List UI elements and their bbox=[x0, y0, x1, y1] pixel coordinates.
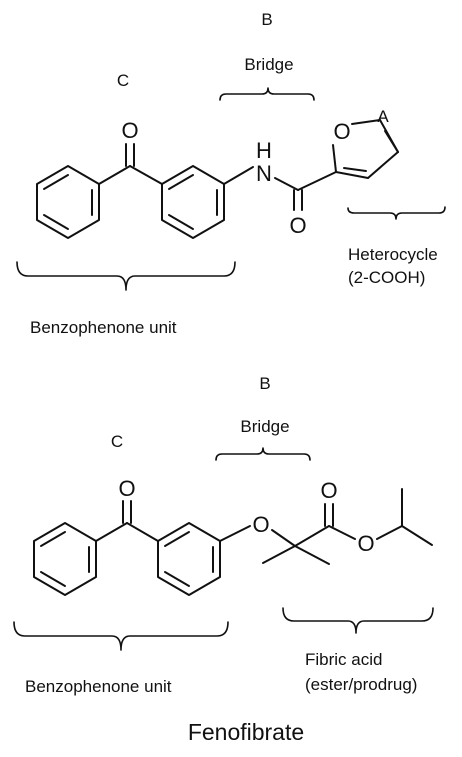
bottom-ester-oxygen: O bbox=[357, 531, 374, 556]
bottom-isopropyl-right bbox=[401, 525, 433, 546]
top-amide-h: H bbox=[256, 138, 272, 163]
caption-fenofibrate: Fenofibrate bbox=[188, 719, 304, 745]
top-heterocycle-brace bbox=[347, 206, 446, 220]
bottom-ether-to-quaternary-bond bbox=[271, 529, 296, 547]
bottom-annotations: B Bridge C Fibric acid (ester/prodrug) B… bbox=[13, 374, 434, 696]
bottom-ether-oxygen: O bbox=[252, 512, 269, 537]
bottom-molecule: O O O O bbox=[33, 476, 433, 596]
top-furan-ring bbox=[332, 119, 399, 179]
bottom-label-fibric-sub: (ester/prodrug) bbox=[305, 675, 417, 694]
bottom-middle-inner-bonds bbox=[164, 531, 214, 587]
top-ketone-bond-left bbox=[98, 165, 131, 185]
bottom-carbonyl-to-ester-o-bond bbox=[328, 525, 356, 540]
top-label-a: A bbox=[377, 107, 389, 126]
bottom-bridge-brace bbox=[215, 447, 311, 461]
top-label-bridge: Bridge bbox=[244, 55, 293, 74]
top-label-c: C bbox=[117, 71, 129, 90]
bottom-fibric-brace bbox=[282, 607, 434, 634]
bottom-benzophenone-brace bbox=[13, 621, 229, 651]
top-label-heterocycle-sub: (2-COOH) bbox=[348, 268, 425, 287]
top-benzophenone-brace bbox=[16, 261, 236, 291]
top-middle-ring bbox=[161, 165, 225, 239]
top-amide-n: N bbox=[256, 161, 272, 186]
bottom-carbonyl-oxygen: O bbox=[320, 478, 337, 503]
top-phenyl-ring bbox=[36, 165, 100, 239]
top-furan-oxygen: O bbox=[333, 119, 350, 144]
top-amide-oxygen: O bbox=[289, 213, 306, 238]
bottom-phenyl-inner-bonds bbox=[40, 531, 90, 587]
top-label-b: B bbox=[261, 10, 272, 29]
top-carbonyl-to-furan-bond bbox=[297, 171, 337, 191]
bottom-label-fibric: Fibric acid bbox=[305, 650, 382, 669]
bottom-middle-ring bbox=[157, 522, 221, 596]
bottom-ketone-bond-right bbox=[126, 522, 159, 542]
top-label-heterocycle: Heterocycle bbox=[348, 245, 438, 264]
bottom-ester-o-to-isopropyl-bond bbox=[376, 525, 403, 540]
bottom-methyl-left bbox=[262, 545, 296, 564]
bottom-ketone-bond-left bbox=[95, 522, 128, 542]
top-ring-to-n-bond bbox=[223, 166, 254, 185]
top-ketone-oxygen: O bbox=[121, 118, 138, 143]
top-n-to-carbonyl-bond bbox=[274, 177, 299, 191]
bottom-quaternary-to-carbonyl-bond bbox=[294, 525, 330, 547]
bottom-methyl-right bbox=[294, 545, 330, 565]
top-molecule: O H N O O bbox=[36, 118, 399, 239]
top-ketone-bond-right bbox=[129, 165, 163, 185]
top-bridge-brace bbox=[219, 87, 315, 101]
bottom-label-b: B bbox=[259, 374, 270, 393]
bottom-label-benzophenone: Benzophenone unit bbox=[25, 677, 172, 696]
bottom-label-bridge: Bridge bbox=[240, 417, 289, 436]
top-middle-inner-bonds bbox=[168, 174, 218, 230]
bottom-label-c: C bbox=[111, 432, 123, 451]
bottom-ring-to-ether-bond bbox=[219, 525, 251, 542]
top-label-benzophenone: Benzophenone unit bbox=[30, 318, 177, 337]
top-annotations: B Bridge C A Heterocycle (2-COOH) Benzop… bbox=[16, 10, 446, 337]
bottom-ketone-oxygen: O bbox=[118, 476, 135, 501]
top-phenyl-inner-bonds bbox=[43, 174, 93, 230]
bottom-phenyl-ring bbox=[33, 522, 97, 596]
